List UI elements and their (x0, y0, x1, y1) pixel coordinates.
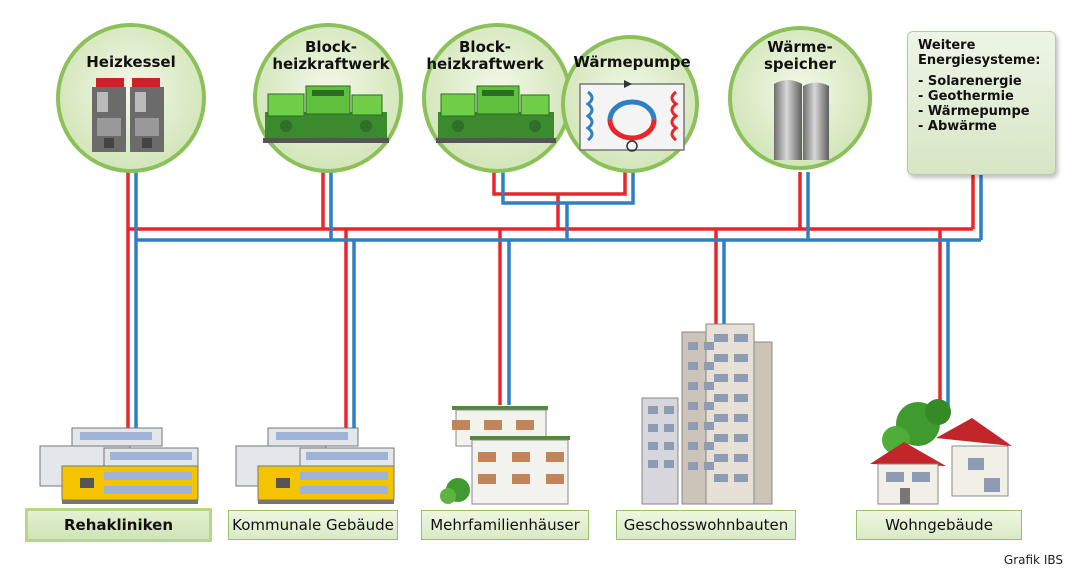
supply-pipes (126, 172, 975, 430)
chp-engine-icon (436, 85, 556, 143)
other-systems-list: - Solarenergie - Geothermie - Wärmepumpe… (918, 74, 1045, 134)
building-rehakliniken-icon (39, 427, 199, 504)
building-wohn-icon (870, 399, 1012, 505)
building-kommunal-icon (235, 427, 395, 504)
building-geschoss-icon (641, 323, 773, 505)
bhkw-2-label-line1: Block- (459, 38, 511, 56)
other-systems-title-line1: Weitere (918, 38, 976, 53)
other-systems-item: - Abwärme (918, 119, 997, 134)
boiler-icon (92, 78, 164, 152)
return-pipes (134, 172, 983, 430)
consumer-label-rehakliniken: Rehakliniken (25, 508, 212, 542)
pipe-network (126, 172, 983, 430)
source-bhkw-1: Block- heizkraftwerk (253, 23, 403, 173)
heat-pump-icon (579, 80, 685, 152)
source-bhkw-2: Block- heizkraftwerk (422, 23, 572, 173)
other-systems-item: - Solarenergie (918, 74, 1022, 89)
consumer-label-kommunal: Kommunale Gebäude (228, 510, 398, 540)
source-waermespeicher: Wärme- speicher (728, 26, 872, 170)
other-energy-systems-box: Weitere Energiesysteme: - Solarenergie -… (907, 31, 1056, 175)
other-systems-item: - Wärmepumpe (918, 104, 1030, 119)
consumer-label-wohn: Wohngebäude (856, 510, 1022, 540)
bhkw-1-label-line1: Block- (305, 38, 357, 56)
heizkessel-label: Heizkessel (86, 53, 176, 71)
waermespeicher-label-line2: speicher (764, 55, 837, 73)
credit-text: Grafik IBS (1003, 553, 1063, 567)
waermepumpe-label: Wärmepumpe (573, 53, 690, 71)
building-mehrfamilien-icon (440, 406, 570, 505)
chp-engine-icon (263, 85, 389, 143)
consumer-label-mehrfamilien: Mehrfamilienhäuser (421, 510, 589, 540)
bhkw-2-label-line2: heizkraftwerk (426, 55, 544, 73)
other-systems-title-line2: Energiesysteme: (918, 53, 1041, 68)
bhkw-1-label-line2: heizkraftwerk (272, 55, 390, 73)
storage-tank-icon (774, 80, 829, 160)
consumer-label-geschoss: Geschosswohnbauten (616, 510, 796, 540)
other-systems-item: - Geothermie (918, 89, 1014, 104)
source-waermepumpe: Wärmepumpe (561, 35, 699, 173)
waermespeicher-label-line1: Wärme- (767, 38, 833, 56)
source-heizkessel: Heizkessel (56, 23, 206, 173)
